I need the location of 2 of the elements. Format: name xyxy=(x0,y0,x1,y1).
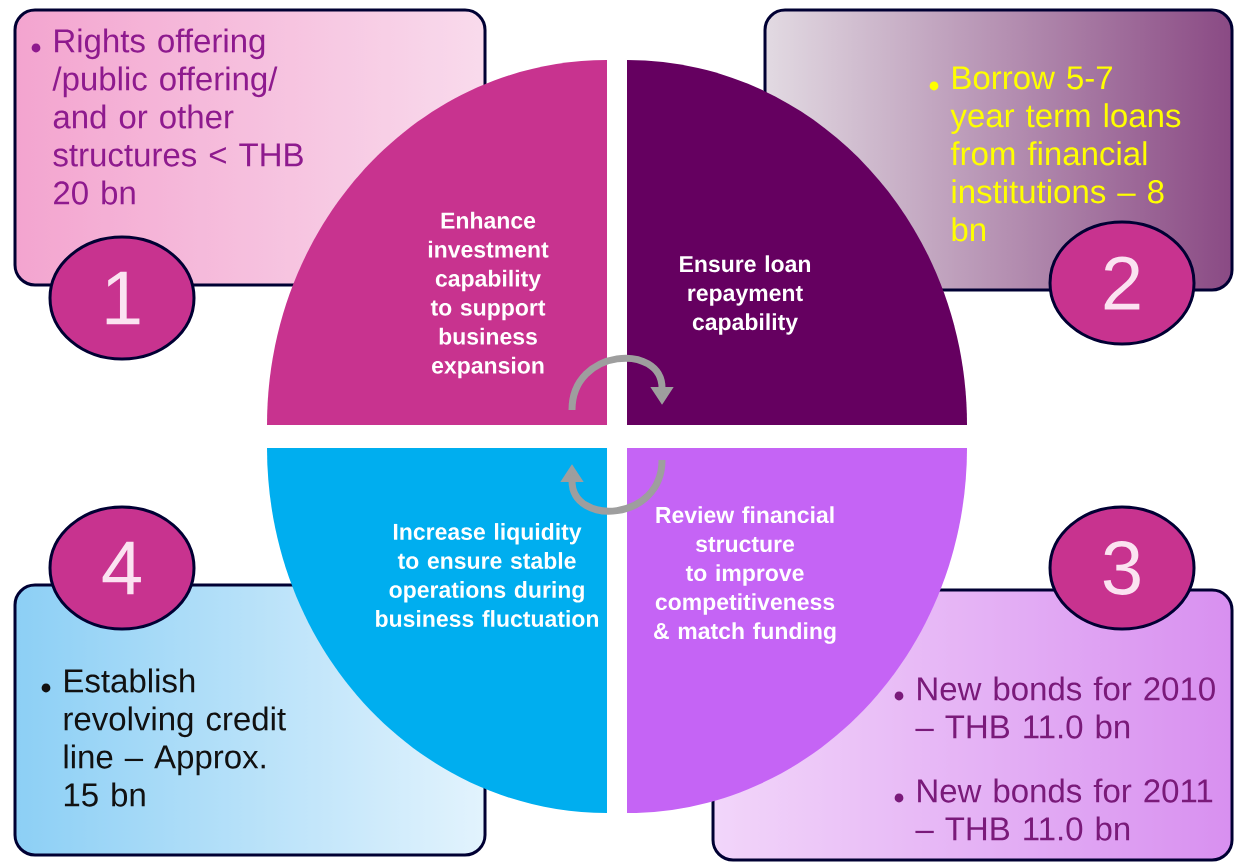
circular-arrow xyxy=(560,459,666,515)
circular-arrow xyxy=(568,354,674,411)
